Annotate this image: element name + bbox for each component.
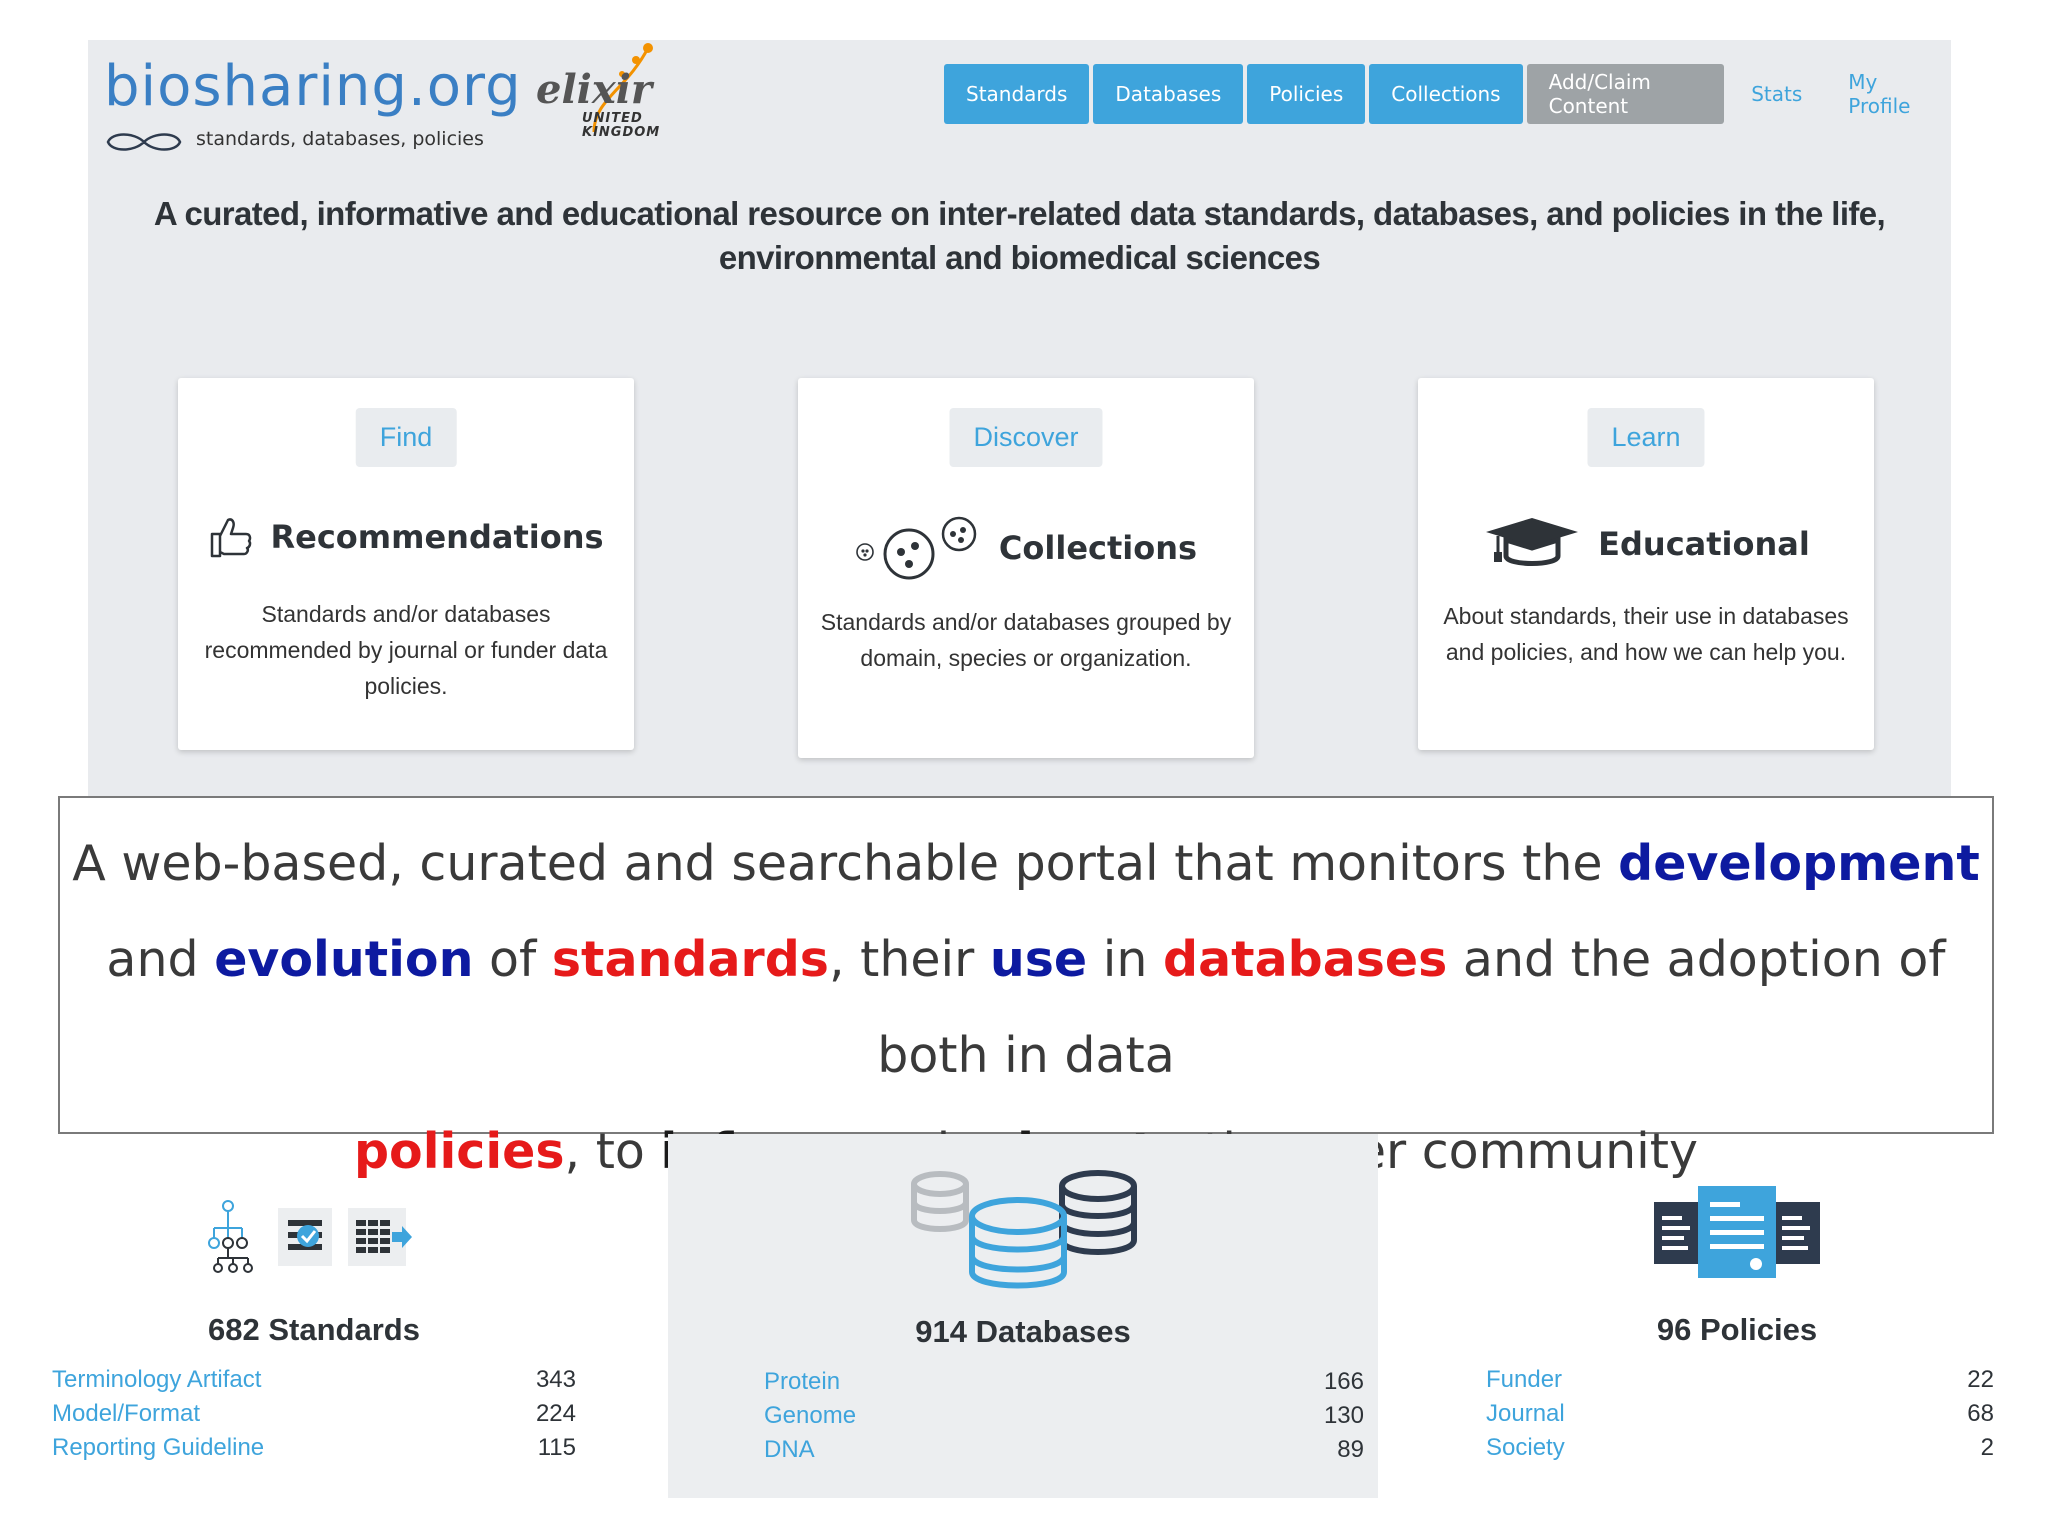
stat-label[interactable]: DNA bbox=[764, 1436, 815, 1463]
stat-value: 89 bbox=[1337, 1436, 1364, 1463]
caption-highlight-databases: databases bbox=[1163, 931, 1448, 988]
stat-row[interactable]: Terminology Artifact 343 bbox=[52, 1366, 576, 1400]
stat-label[interactable]: Terminology Artifact bbox=[52, 1366, 262, 1393]
description-caption: A web-based, curated and searchable port… bbox=[58, 796, 1994, 1180]
stat-row[interactable]: Society 2 bbox=[1486, 1434, 1994, 1468]
stat-value: 224 bbox=[535, 1400, 576, 1427]
caption-highlight-development: development bbox=[1618, 835, 1980, 892]
site-tagline: A curated, informative and educational r… bbox=[153, 195, 1886, 276]
card-desc-educational: About standards, their use in databases … bbox=[1443, 603, 1849, 665]
stat-label[interactable]: Funder bbox=[1486, 1366, 1563, 1393]
stat-row[interactable]: DNA 89 bbox=[764, 1436, 1364, 1470]
stat-value: 115 bbox=[537, 1434, 576, 1461]
logo-main-text: biosharing bbox=[104, 54, 408, 119]
stat-value: 68 bbox=[1967, 1400, 1994, 1427]
policies-icon bbox=[1654, 1186, 1820, 1278]
standards-count: 682 Standards bbox=[208, 1312, 420, 1347]
card-title-educational: Educational bbox=[1598, 525, 1810, 563]
stat-label[interactable]: Journal bbox=[1486, 1400, 1565, 1427]
caption-text: of bbox=[473, 931, 552, 988]
stat-label[interactable]: Model/Format bbox=[52, 1400, 201, 1427]
caption-highlight-use: use bbox=[989, 931, 1088, 988]
stat-label[interactable]: Protein bbox=[764, 1368, 841, 1395]
logo-suffix-text: .org bbox=[407, 54, 522, 119]
card-title-recommendations: Recommendations bbox=[270, 518, 604, 556]
stats-standards: 682 Standards Terminology Artifact 343 Mo… bbox=[52, 1134, 576, 1498]
databases-count: 914 Databases bbox=[915, 1314, 1131, 1349]
hierarchy-icon bbox=[208, 1200, 253, 1273]
nav-add-claim-button[interactable]: Add/Claim Content bbox=[1526, 64, 1725, 124]
nav-policies-button[interactable]: Policies bbox=[1247, 64, 1366, 124]
card-discover: Discover Collections Standards and/or da… bbox=[798, 378, 1254, 758]
stat-value: 343 bbox=[535, 1366, 576, 1393]
stat-row[interactable]: Model/Format 224 bbox=[52, 1400, 576, 1434]
site-screenshot: biosharing.org standards, databases, pol… bbox=[88, 40, 1951, 800]
stat-label[interactable]: Reporting Guideline bbox=[52, 1434, 265, 1461]
stat-row[interactable]: Reporting Guideline 115 bbox=[52, 1434, 576, 1468]
stat-row[interactable]: Protein 166 bbox=[764, 1368, 1364, 1402]
nav-stats-link[interactable]: Stats bbox=[1751, 82, 1803, 106]
stat-row[interactable]: Journal 68 bbox=[1486, 1400, 1994, 1434]
databases-icon bbox=[911, 1170, 1137, 1289]
partner-sub-line2: KINGDOM bbox=[582, 125, 661, 140]
caption-highlight-evolution: evolution bbox=[214, 931, 474, 988]
card-learn: Learn Educational About standards, their… bbox=[1418, 378, 1874, 750]
stat-row[interactable]: Funder 22 bbox=[1486, 1366, 1994, 1400]
caption-highlight-standards: standards bbox=[551, 931, 829, 988]
infinity-icon bbox=[106, 133, 182, 151]
stat-label[interactable]: Society bbox=[1486, 1434, 1565, 1461]
card-desc-recommendations: Standards and/or databases recommended b… bbox=[204, 601, 608, 699]
partner-sub-line1: UNITED bbox=[582, 111, 643, 126]
caption-highlight-policies: policies bbox=[353, 1123, 565, 1180]
biosharing-logo[interactable]: biosharing.org standards, databases, pol… bbox=[104, 54, 522, 151]
caption-text: and bbox=[106, 931, 215, 988]
bubbles-icon bbox=[856, 516, 977, 580]
caption-text: A web-based, curated and searchable port… bbox=[72, 835, 1619, 892]
stat-label[interactable]: Genome bbox=[764, 1402, 857, 1429]
graduation-cap-icon bbox=[1486, 518, 1579, 566]
nav-standards-button[interactable]: Standards bbox=[944, 64, 1090, 124]
table-export-icon bbox=[356, 1220, 412, 1253]
nav-collections-button[interactable]: Collections bbox=[1369, 64, 1523, 124]
stat-value: 2 bbox=[1980, 1434, 1994, 1461]
stats-databases: 914 Databases Protein 166 Genome 130 DNA 89 bbox=[668, 1134, 1378, 1498]
caption-text: , their bbox=[828, 931, 990, 988]
stat-value: 130 bbox=[1323, 1402, 1364, 1429]
standards-icons bbox=[208, 1200, 412, 1273]
discover-button[interactable]: Discover bbox=[949, 408, 1103, 467]
caption-text: , to bbox=[564, 1123, 661, 1180]
elixir-dna-icon bbox=[592, 43, 653, 133]
logo-tagline: standards, databases, policies bbox=[196, 128, 484, 150]
stat-value: 166 bbox=[1323, 1368, 1364, 1395]
find-button[interactable]: Find bbox=[355, 408, 457, 467]
card-desc-collections: Standards and/or databases grouped by do… bbox=[820, 609, 1232, 671]
thumbs-up-icon bbox=[211, 518, 252, 558]
main-nav: Standards Databases Policies Collections… bbox=[944, 64, 1951, 124]
learn-button[interactable]: Learn bbox=[1587, 408, 1705, 467]
card-title-collections: Collections bbox=[998, 529, 1198, 567]
nav-my-profile-link[interactable]: My Profile bbox=[1848, 70, 1911, 118]
elixir-uk-logo: elixir UNITED KINGDOM bbox=[536, 40, 676, 150]
card-find: Find Recommendations Standards and/or da… bbox=[178, 378, 634, 750]
stat-row[interactable]: Genome 130 bbox=[764, 1402, 1364, 1436]
elixir-wordmark: elixir bbox=[536, 66, 652, 113]
stat-value: 22 bbox=[1967, 1366, 1994, 1393]
nav-databases-button[interactable]: Databases bbox=[1093, 64, 1244, 124]
checklist-icon bbox=[288, 1220, 322, 1250]
stats-policies: 96 Policies Funder 22 Journal 68 Society 2 bbox=[1480, 1134, 1994, 1498]
caption-text: and the adoption of both in data bbox=[877, 931, 1946, 1084]
policies-count: 96 Policies bbox=[1656, 1312, 1818, 1347]
caption-text: in bbox=[1087, 931, 1163, 988]
